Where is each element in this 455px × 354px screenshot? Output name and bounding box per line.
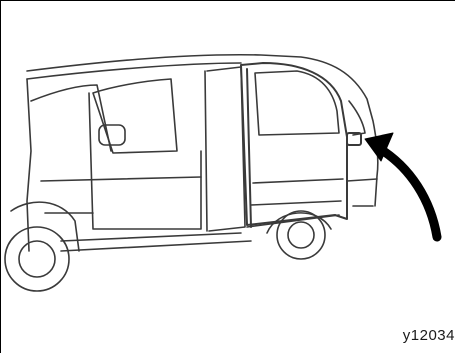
side-mirror: [99, 125, 125, 145]
rear-wheel-hub: [288, 222, 314, 248]
front-door-window: [93, 79, 177, 153]
rear-quarter-window: [349, 101, 365, 135]
sliding-door-edge: [247, 69, 251, 227]
rear-lower: [347, 179, 377, 181]
rocker-line-2: [61, 241, 251, 251]
front-wheel: [5, 227, 69, 291]
rocker-line: [61, 233, 241, 241]
body-crease: [41, 177, 201, 181]
van-front: [27, 79, 31, 251]
front-wheel-hub: [19, 241, 55, 277]
figure-code: y12034: [403, 327, 455, 344]
sliding-door-rail: [251, 201, 341, 205]
sliding-door-crease: [253, 179, 343, 183]
front-door-edge: [205, 71, 207, 231]
curved-arrow: [377, 147, 437, 237]
front-door: [89, 93, 201, 229]
door-opening: [207, 67, 245, 231]
van-roof: [27, 55, 378, 206]
